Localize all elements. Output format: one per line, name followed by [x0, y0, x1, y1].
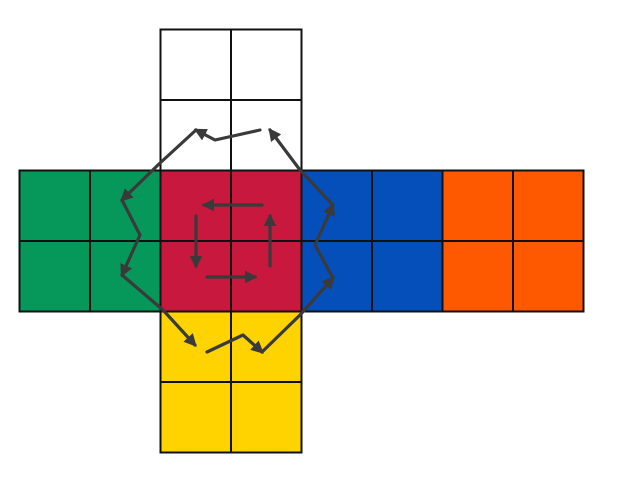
outer-arrow-5: [205, 333, 264, 354]
face-top: [159, 28, 303, 172]
outer-arrow-1: [193, 128, 262, 142]
outer-arrow-2: [120, 128, 198, 202]
sticker-back-4: [512, 240, 585, 313]
outer-arrow-7: [313, 202, 335, 280]
sticker-right-2: [371, 169, 444, 242]
sticker-left-3: [18, 240, 91, 313]
outer-arrow-6: [260, 276, 335, 354]
sticker-bottom-4: [230, 381, 303, 454]
sticker-back-3: [441, 240, 514, 313]
sticker-bottom-3: [159, 381, 232, 454]
sticker-right-4: [371, 240, 444, 313]
inner-rotation-arrows: [189, 198, 277, 284]
sticker-left-1: [18, 169, 91, 242]
outer-arrow-4: [120, 273, 197, 347]
outer-arrow-3: [120, 198, 142, 278]
sticker-top-2: [230, 28, 303, 101]
sticker-back-1: [441, 169, 514, 242]
face-back: [441, 169, 585, 313]
sticker-back-2: [512, 169, 585, 242]
face-front: [159, 169, 303, 313]
sticker-top-3: [159, 99, 232, 172]
sticker-top-1: [159, 28, 232, 101]
face-bottom: [159, 310, 303, 454]
outer-arrow-8: [268, 127, 335, 207]
outer-rotation-arrows: [120, 127, 335, 354]
